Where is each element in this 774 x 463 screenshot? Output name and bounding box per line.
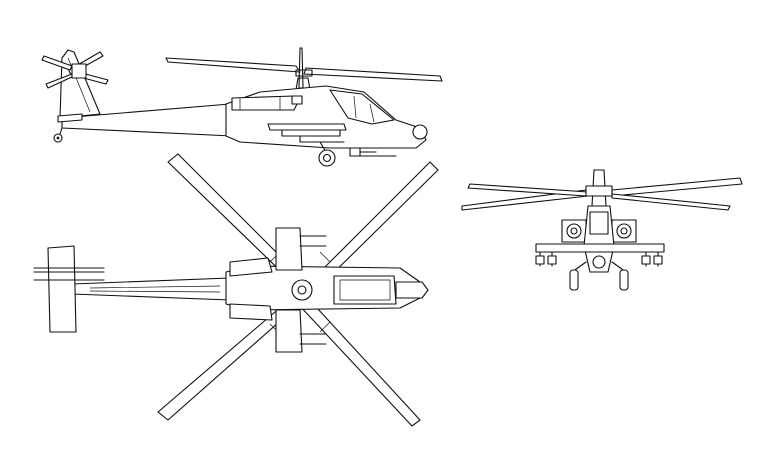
top-engine-left — [229, 257, 273, 277]
top-engine-right — [229, 303, 273, 321]
side-main-wheel — [318, 141, 336, 167]
front-nose-sensor — [592, 255, 606, 269]
top-stub-wing-left — [275, 227, 303, 271]
front-weapons — [535, 251, 663, 267]
top-canopy — [333, 275, 397, 305]
front-view — [461, 169, 743, 291]
side-nose-sensor — [412, 124, 428, 140]
top-horizontal-stabilizer — [47, 245, 77, 333]
side-view — [41, 47, 443, 167]
side-tail-wheel — [53, 127, 63, 143]
side-fuselage — [225, 85, 427, 149]
side-main-rotor-blade — [165, 57, 301, 73]
side-tail-rotor — [41, 51, 109, 89]
top-view — [33, 153, 439, 427]
top-rotor-hub — [291, 279, 313, 301]
side-main-rotor-blade-rear — [303, 67, 443, 82]
top-stub-wing-right — [275, 309, 303, 353]
side-stub-wing — [267, 123, 347, 131]
side-engine — [231, 95, 299, 111]
front-stub-wings — [535, 243, 665, 253]
top-tail-rotor — [33, 267, 105, 281]
front-rotor-blade-right — [611, 177, 743, 197]
top-main-rotor — [157, 153, 439, 427]
front-landing-gear — [569, 261, 629, 291]
side-canopy — [329, 89, 395, 125]
top-tail-boom — [71, 277, 231, 301]
front-engine-left — [561, 219, 587, 243]
front-engine-right — [611, 219, 637, 243]
